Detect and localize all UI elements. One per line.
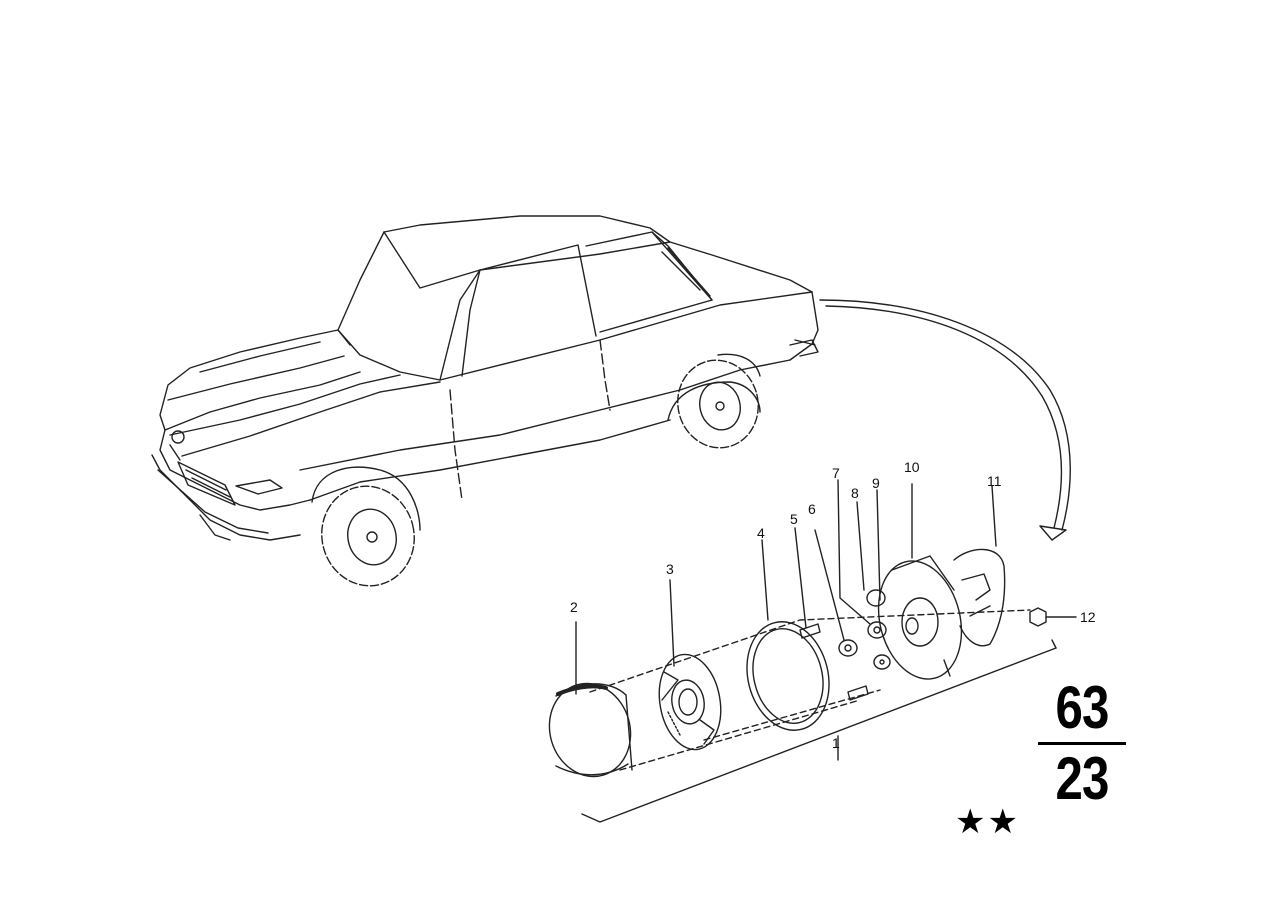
callout-6: 6 [808,501,816,517]
headlight-housing [877,555,963,680]
sealed-beam-unit [658,653,722,751]
callout-8: 8 [851,485,859,501]
callout-2: 2 [570,599,578,615]
sealing-ring [746,621,830,731]
callout-1: 1 [832,735,840,751]
group-code-top: 63 [1055,674,1109,741]
group-code-bottom: 23 [1055,745,1109,812]
nut [1029,607,1047,627]
callout-7: 7 [832,465,840,481]
stars-mark: ★★ [955,802,1020,842]
adjusting-screws [799,623,869,701]
assembly-axis-lines [589,609,1031,771]
group-code-divider [1038,742,1126,745]
housing-cover [953,548,1006,647]
callout-4: 4 [757,525,765,541]
car-illustration [151,215,819,587]
clips-and-nuts [866,589,891,670]
callout-3: 3 [666,561,674,577]
assembly-bracket [581,639,1057,823]
callout-12: 12 [1080,609,1096,625]
callout-11: 11 [987,473,1002,489]
callout-9: 9 [872,475,880,491]
group-code: 63 23 [1034,676,1130,811]
leader-lines [575,479,1077,761]
pointer-arrow [819,299,1071,541]
callout-10: 10 [904,459,920,475]
callout-5: 5 [790,511,798,527]
headlight-rim-ring [548,682,633,778]
